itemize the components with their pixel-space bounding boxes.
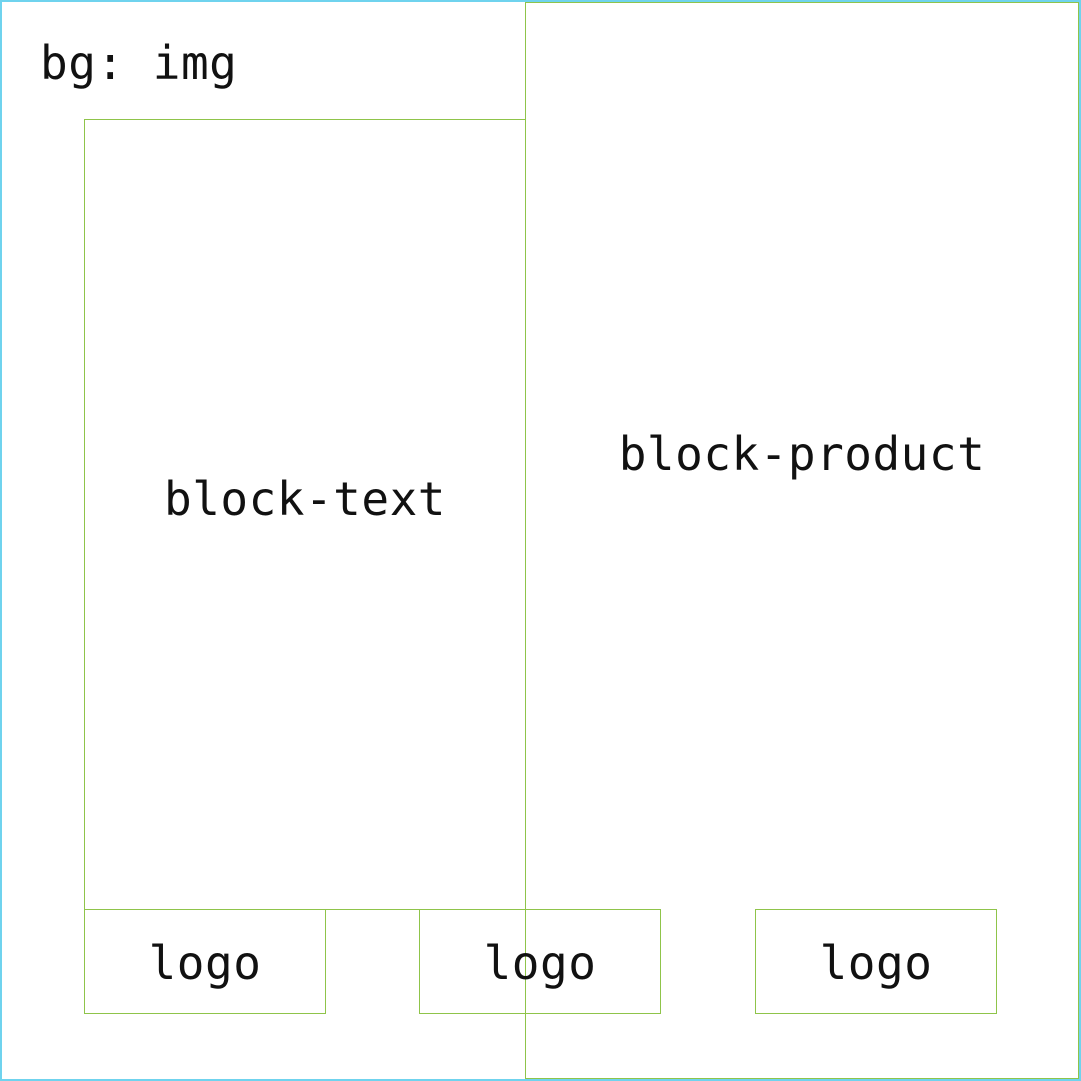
logo-label-2: logo	[483, 936, 597, 990]
logo-box-1: logo	[84, 909, 326, 1014]
block-text-label: block-text	[164, 472, 446, 526]
block-product-label: block-product	[618, 427, 986, 481]
logo-label-3: logo	[819, 936, 933, 990]
logo-label-1: logo	[148, 936, 262, 990]
background-label: bg: img	[40, 36, 238, 90]
block-text: block-text	[84, 119, 526, 910]
logo-box-3: logo	[755, 909, 997, 1014]
logo-box-2: logo	[419, 909, 661, 1014]
